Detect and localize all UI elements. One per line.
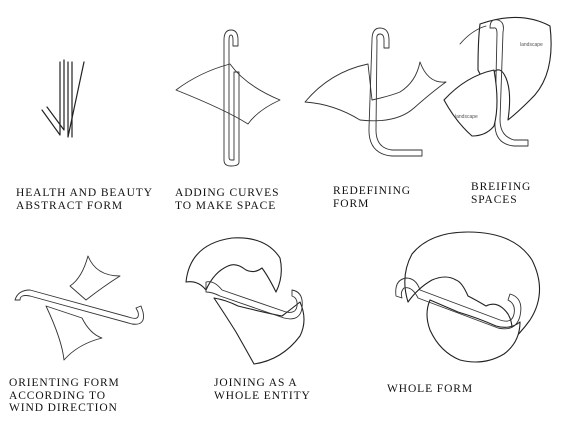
joining-whole-entity-drawing — [185, 237, 305, 365]
abstract-form-drawing — [41, 59, 85, 138]
whole-form-drawing — [395, 231, 541, 363]
step-label-redefining-form: REDEFINING FORM — [333, 185, 411, 210]
orienting-form-drawing — [14, 255, 144, 361]
step-label-whole-form: WHOLE FORM — [387, 383, 473, 395]
step-label-joining-whole-entity: JOINING AS A WHOLE ENTITY — [214, 377, 311, 402]
adding-curves-drawing — [175, 29, 281, 167]
step-label-health-and-beauty: HEALTH AND BEAUTY ABSTRACT FORM — [16, 187, 153, 212]
step-label-briefing-spaces: BREIFING SPACES — [471, 181, 532, 206]
space-tag-label: landscape — [455, 114, 478, 120]
step-label-orienting-form: ORIENTING FORM ACCORDING TO WIND DIRECTI… — [9, 377, 120, 414]
space-tag-label: landscape — [520, 42, 543, 48]
redefining-form-drawing — [304, 27, 447, 157]
briefing-spaces-drawing: landscape landscape — [443, 16, 552, 147]
step-label-adding-curves: ADDING CURVES TO MAKE SPACE — [175, 187, 280, 212]
